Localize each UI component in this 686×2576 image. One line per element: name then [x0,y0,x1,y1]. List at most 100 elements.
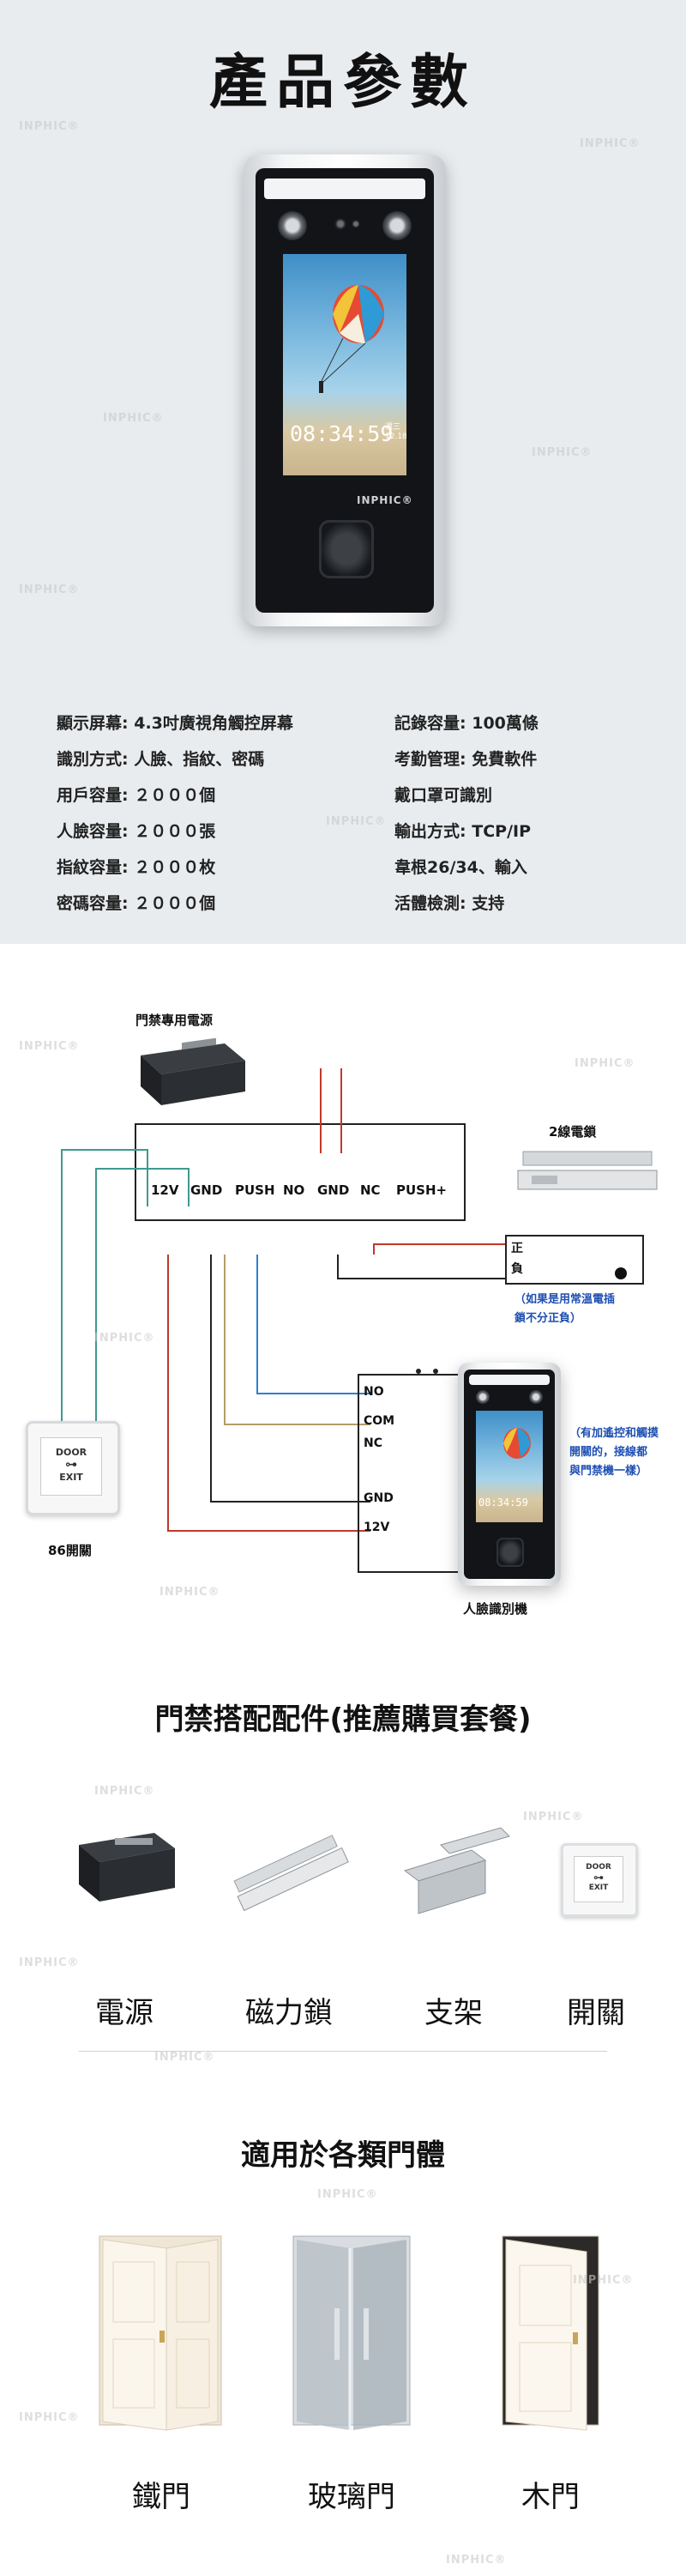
door-type-name: 鐵門 [132,2480,190,2514]
watermark: INPHIC® [575,1057,635,1070]
exit-button-illustration: DOOR ⊶ EXIT [26,1421,120,1515]
device-infrared-lamp-icon [278,211,307,240]
lock-note: （如果是用常溫電插 鎖不分正負） [514,1291,615,1328]
device-screen: 08:34:59 [476,1411,543,1522]
exit-button-text: EXIT [59,1472,83,1483]
device-infrared-lamp-icon [476,1390,490,1404]
power-terminal-no: NO [283,1182,305,1198]
spec-value: ２０００枚 [134,858,216,877]
spec-value: 4.3吋廣視角觸控屏幕 [134,714,293,733]
section-title: 門禁搭配配件(推薦購買套餐) [154,1702,532,1737]
device-top-light-bar [264,178,425,199]
spec-value: 100萬條 [472,714,539,733]
power-supply-icon [141,1038,245,1105]
spec-label: 顯示屏幕: [57,714,129,733]
watermark: INPHIC® [19,1956,80,1969]
watermark: INPHIC® [19,584,80,596]
exit-button-label: 86開關 [48,1543,92,1558]
device-front-panel: 08:34:59 [464,1370,555,1579]
steel-door-icon [99,2235,222,2431]
device-front-panel: 08:34:59 週三 12.18 INPHIC® [256,168,434,613]
spec-label: 密碼容量: [57,894,129,913]
spec-label: 活體檢測: [394,894,466,913]
exit-button-text: DOOR [55,1447,87,1458]
device-terminal-gnd: GND [364,1491,394,1505]
parasail-picture [319,285,384,393]
spec-label: 指紋容量: [57,858,129,877]
device-note-line: 開關的，接線都 [569,1446,648,1459]
exit-switch-text: EXIT [588,1884,609,1892]
device-note-line: （有加遙控和觸摸 [569,1427,659,1440]
spec-label: 韋根26/34、輸入 [394,858,527,877]
wiring-diagram-section: 門禁專用電源 12V GND [0,944,686,1648]
electric-lock-label: 2線電鎖 [549,1124,597,1140]
door-type-name: 玻璃門 [308,2480,395,2514]
spec-value: ２０００個 [134,786,216,805]
spec-row: 識別方式: 人臉、指紋、密碼 [57,741,293,777]
fingerprint-sensor-icon [496,1538,524,1567]
wood-door-icon [502,2235,599,2431]
spec-row: 活體檢測: 支持 [394,886,539,922]
power-terminal-gnd2: GND [317,1182,350,1198]
section-title: 適用於各類門體 [241,2138,445,2173]
power-terminal-push: PUSH [235,1182,275,1198]
device-terminal-com: COM [364,1414,395,1428]
device-note: （有加遙控和觸摸 開關的，接線都 與門禁機一樣） [569,1424,659,1481]
spec-row: 人臉容量: ２０００張 [57,813,293,850]
device-sensor-icon [352,220,360,228]
lock-terminal-negative: 負 [511,1262,523,1276]
power-supply-label: 門禁專用電源 [135,1013,214,1028]
power-supply-icon [79,1833,175,1902]
spec-value: TCP/IP [472,822,531,841]
spec-label: 戴口罩可識別 [394,786,493,805]
accessory-item: 支架 [389,1819,518,2030]
face-recognition-device-illustration: 08:34:59 週三 12.18 INPHIC® [244,154,446,626]
spec-row: 輸出方式: TCP/IP [394,813,539,850]
accessory-name: 支架 [424,1996,483,2030]
spec-row: 顯示屏幕: 4.3吋廣視角觸控屏幕 [57,705,293,741]
device-note-line: 與門禁機一樣） [569,1465,648,1478]
face-recognition-device-small: 08:34:59 [458,1363,561,1586]
device-screen-day: 12.18 [385,432,406,441]
spec-row: 用戶容量: ２０００個 [57,777,293,813]
section-divider [79,2051,607,2052]
device-screen-date: 週三 12.18 [385,423,406,442]
spec-value: ２０００個 [134,894,216,913]
door-type-name: 木門 [521,2480,580,2514]
lock-note-line: （如果是用常溫電插 [514,1293,616,1306]
watermark: INPHIC® [19,120,80,133]
watermark: INPHIC® [94,1785,155,1798]
watermark: INPHIC® [317,2188,378,2201]
power-terminal-gnd: GND [190,1182,223,1198]
key-icon: ⊶ [593,1872,604,1884]
exit-switch-text: DOOR [586,1863,611,1872]
spec-row: 韋根26/34、輸入 [394,850,539,886]
watermark: INPHIC® [154,2051,215,2064]
watermark: INPHIC® [446,2554,507,2567]
spec-list-left: 顯示屏幕: 4.3吋廣視角觸控屏幕 識別方式: 人臉、指紋、密碼 用戶容量: ２… [57,705,293,922]
bracket-icon [403,1827,510,1914]
device-screen-weekday: 週三 [385,423,401,432]
watermark: INPHIC® [159,1586,220,1599]
lock-terminal-positive: 正 [511,1242,523,1255]
spec-value: ２０００張 [134,822,216,841]
product-specs-section: 產品參數 08:34:59 週三 [0,0,686,944]
watermark: INPHIC® [532,446,593,459]
magnetic-lock-icon [233,1835,349,1912]
device-top-light-bar [469,1375,550,1385]
parasail-picture [503,1428,531,1459]
accessory-name: 開關 [567,1996,625,2030]
key-icon: ⊶ [65,1458,77,1472]
device-terminal-12v: 12V [364,1521,390,1534]
section-title: 產品參數 [208,49,477,117]
spec-label: 用戶容量: [57,786,129,805]
spec-label: 人臉容量: [57,822,129,841]
device-infrared-lamp-icon [382,211,412,240]
watermark: INPHIC® [573,2274,634,2287]
lock-note-line: 鎖不分正負） [514,1312,582,1325]
door-types-section: 適用於各類門體 鐵門 玻璃門 木門 INPHIC® INPHIC® INPHIC… [0,2077,686,2576]
spec-label: 考勤管理: [394,750,466,769]
spec-list-right: 記錄容量: 100萬條 考勤管理: 免費軟件 戴口罩可識別 輸出方式: TCP/… [394,705,539,922]
watermark: INPHIC® [580,137,641,150]
device-terminal-no: NO [364,1385,384,1399]
